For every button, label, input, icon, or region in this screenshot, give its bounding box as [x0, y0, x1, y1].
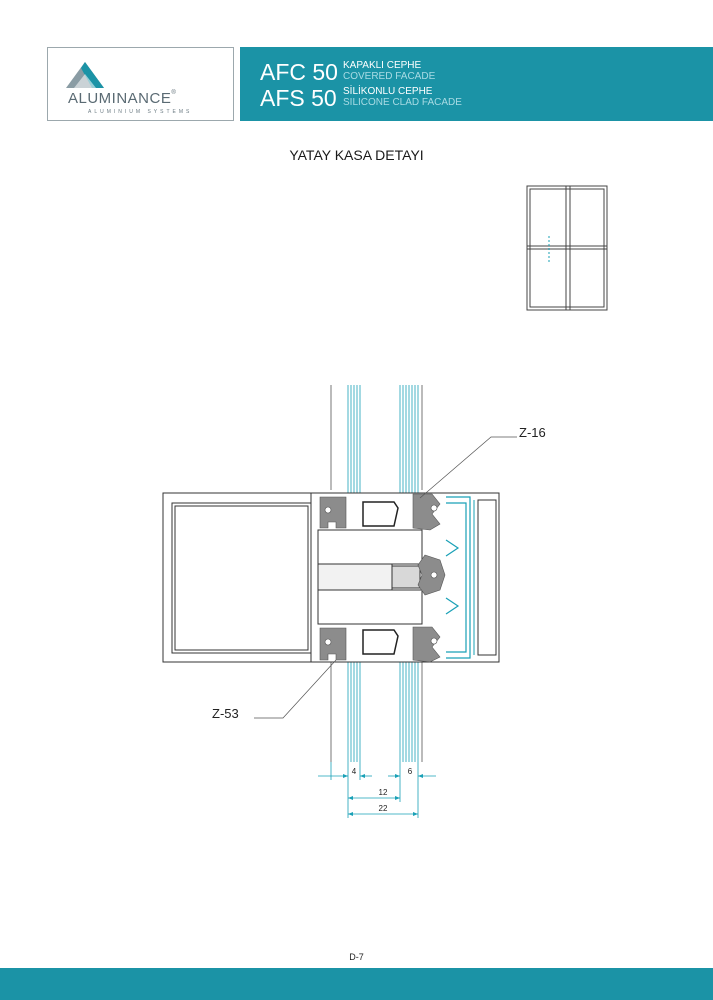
dim-6: 6: [408, 767, 413, 776]
brand-tagline: ALUMINIUM SYSTEMS: [88, 109, 193, 115]
product-name-2: SİLİKONLU CEPHE SILICONE CLAD FACADE: [343, 86, 462, 108]
product-code-1: AFC 50: [260, 59, 338, 85]
gasket-z53: [319, 496, 347, 661]
spacer-profiles: [362, 501, 399, 655]
pressure-plate: [445, 496, 471, 659]
footer-band: [0, 968, 713, 1000]
leader-lines: [254, 436, 517, 719]
logo-triangle-icon: [66, 62, 104, 88]
dim-22: 22: [379, 804, 388, 813]
label-z53: Z-53: [212, 706, 239, 721]
product-code-2: AFS 50: [260, 85, 337, 111]
brand-name: ALUMINANCE®: [68, 90, 177, 107]
dimension-arrows: [343, 774, 423, 816]
dim-12: 12: [379, 788, 388, 797]
dim-4: 4: [352, 767, 357, 776]
page-number: D-7: [349, 952, 364, 962]
page-title: YATAY KASA DETAYI: [289, 147, 424, 163]
brand-logo: ALUMINANCE® ALUMINIUM SYSTEMS: [47, 47, 234, 121]
label-z16: Z-16: [519, 425, 546, 440]
product-name-2-tr: SİLİKONLU CEPHE: [343, 86, 433, 97]
product-name-1-tr: KAPAKLI CEPHE: [343, 60, 422, 71]
product-name-1: KAPAKLI CEPHE COVERED FACADE: [343, 60, 435, 82]
key-plan-icon: [526, 185, 608, 311]
header-band: [240, 47, 713, 121]
product-name-1-en: COVERED FACADE: [343, 71, 436, 82]
gasket-z16: [412, 493, 446, 663]
dimension-lines: [318, 762, 436, 818]
product-name-2-en: SILICONE CLAD FACADE: [343, 97, 462, 108]
